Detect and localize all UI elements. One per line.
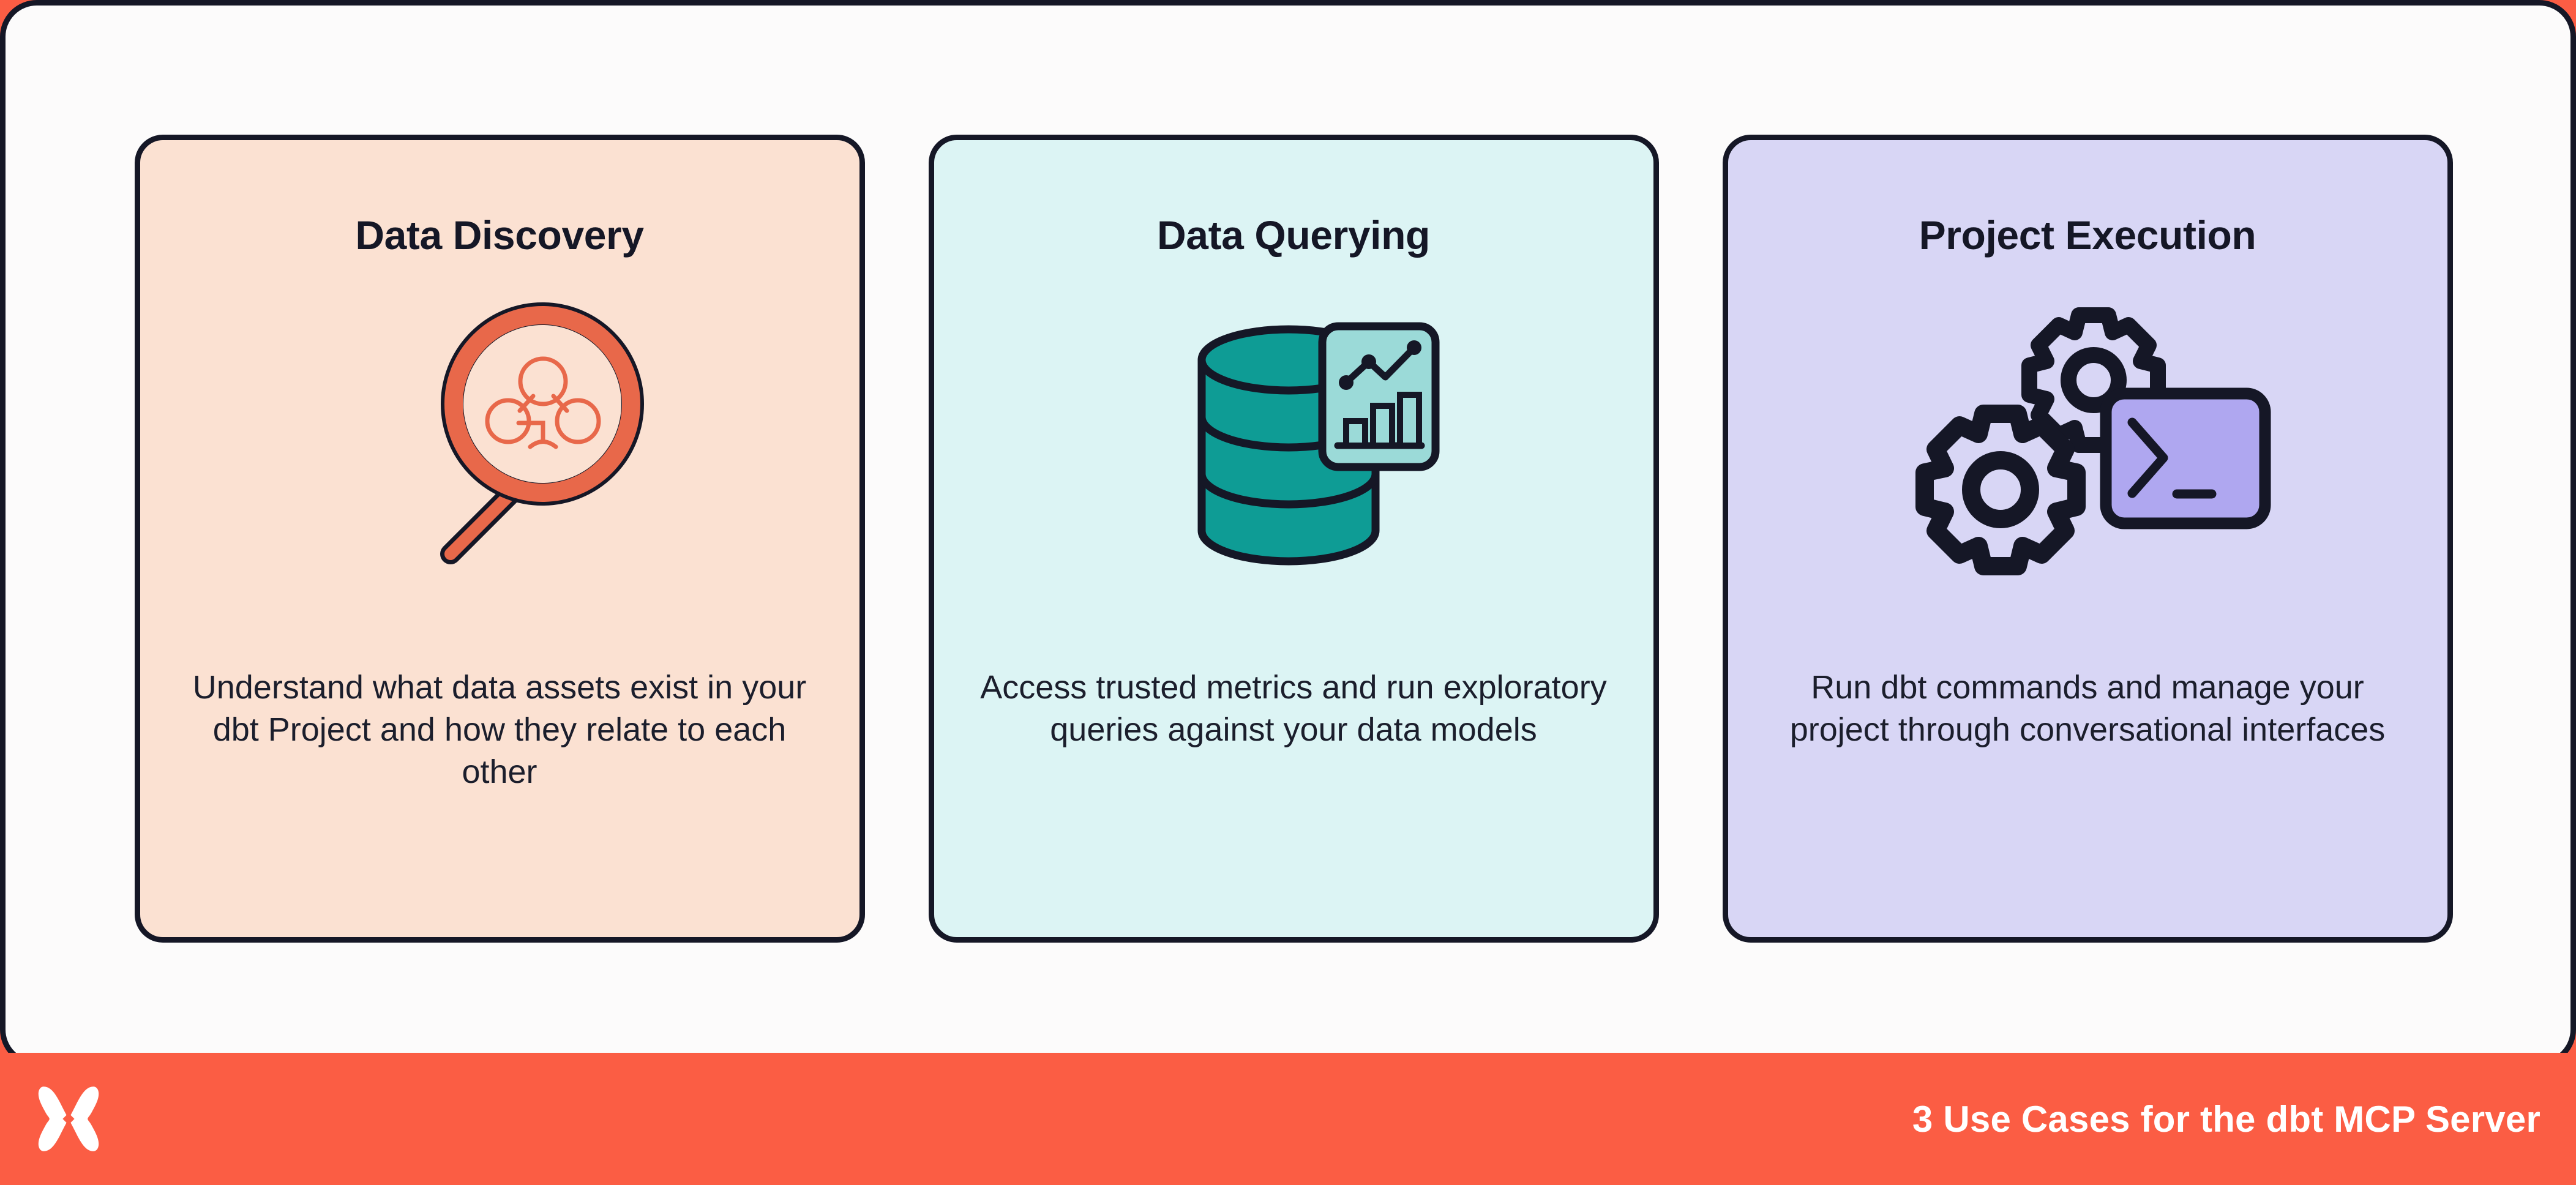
card-description: Understand what data assets exist in you… (192, 669, 807, 791)
use-case-card-project-execution[interactable]: Project Execution (1722, 135, 2453, 943)
card-title: Data Querying (1157, 212, 1430, 258)
card-illustration (934, 278, 1653, 621)
database-chart-icon (1197, 322, 1440, 566)
footer-title: 3 Use Cases for the dbt MCP Server (1912, 1098, 2540, 1140)
card-title: Data Discovery (355, 212, 644, 258)
use-case-card-data-discovery[interactable]: Data Discovery (134, 135, 865, 943)
gear-icon (1915, 405, 2086, 575)
magnifying-glass-graph-icon (440, 302, 644, 564)
card-description: Run dbt commands and manage your project… (1789, 669, 2386, 749)
terminal-window-icon (2100, 387, 2271, 529)
content-panel: Data Discovery (0, 0, 2576, 1066)
card-illustration (140, 278, 859, 621)
use-case-card-row: Data Discovery (6, 6, 2576, 1072)
card-title: Project Execution (1919, 212, 2256, 258)
card-description: Access trusted metrics and run explorato… (980, 669, 1607, 749)
dbt-x-logo-icon (38, 1086, 99, 1151)
card-illustration (1728, 278, 2447, 621)
gears-terminal-icon (1915, 307, 2271, 575)
use-case-card-data-querying[interactable]: Data Querying (928, 135, 1659, 943)
footer-bar: 3 Use Cases for the dbt MCP Server (0, 1053, 2576, 1185)
